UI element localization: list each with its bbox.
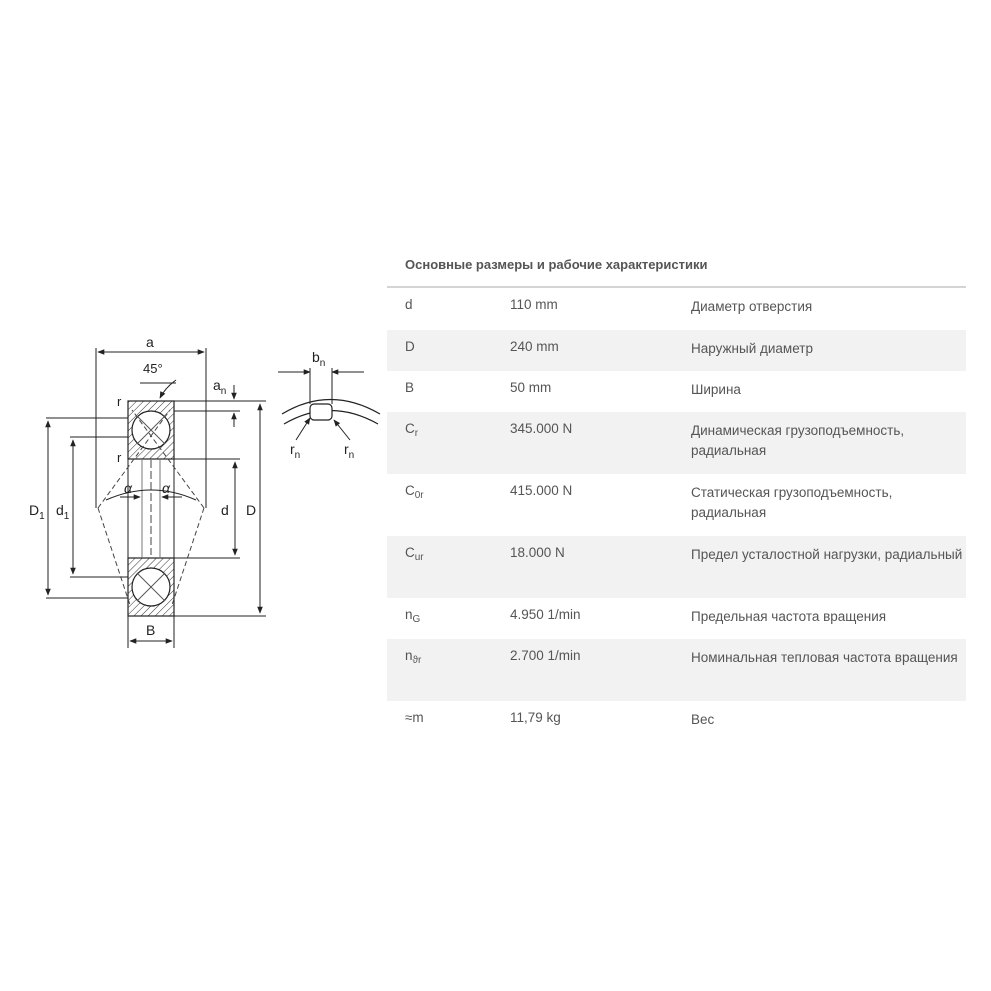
spec-description: Ширина [691, 382, 741, 397]
spec-value: 18.000 N [510, 545, 565, 560]
spec-value: 110 mm [510, 297, 558, 312]
spec-row: C0r 415.000 N Статическая грузоподъемность… [387, 474, 966, 536]
spec-row: B 50 mm Ширина [387, 371, 966, 412]
specs-table: Основные размеры и рабочие характеристик… [387, 250, 966, 743]
label-rn-right: rn [344, 441, 354, 461]
label-bn: bn [312, 349, 325, 369]
spec-value: 345.000 N [510, 421, 573, 436]
label-a: a [146, 334, 154, 350]
spec-description: Диаметр отверстия [691, 299, 813, 314]
spec-row: D 240 mm Наружный диаметр [387, 330, 966, 371]
spec-symbol: nϑr [405, 648, 422, 666]
spec-symbol: nG [405, 607, 421, 625]
spec-row: nG 4.950 1/min Предельная частота вращения [387, 598, 966, 639]
spec-row: d 110 mm Диаметр отверстия [387, 288, 966, 330]
label-an: an [213, 377, 226, 397]
spec-description: Предельная частота вращения [691, 609, 887, 624]
spec-description: Номинальная тепловая частота вращения [691, 650, 958, 665]
spec-symbol: Cr [405, 421, 419, 439]
spec-symbol: D [405, 339, 415, 354]
spec-value: 240 mm [510, 339, 559, 354]
label-alpha-left: α [124, 480, 133, 496]
spec-value: 11,79 kg [510, 710, 561, 725]
spec-description: Динамическая грузоподъемность, радиальна… [691, 423, 905, 458]
label-45-degrees: 45° [143, 361, 163, 376]
label-d: d [221, 502, 229, 518]
label-D: D [246, 502, 256, 518]
spec-symbol: d [405, 297, 413, 312]
spec-symbol: Cur [405, 545, 424, 563]
spec-value: 4.950 1/min [510, 607, 581, 622]
label-D1: D1 [29, 502, 45, 522]
spec-row: Cr 345.000 N Динамическая грузоподъемность… [387, 412, 966, 474]
spec-symbol: B [405, 380, 415, 395]
label-alpha-right: α [162, 480, 171, 496]
label-B: B [146, 622, 155, 638]
spec-description: Вес [691, 712, 715, 727]
label-r-top: r [117, 394, 122, 409]
bearing-section [45, 348, 266, 648]
spec-description: Предел усталостной нагрузки, радиальный [691, 547, 963, 562]
label-d1: d1 [56, 502, 70, 522]
spec-value: 50 mm [510, 380, 552, 395]
spec-row: ≈m 11,79 kg Вес [387, 701, 966, 743]
spec-row: nϑr 2.700 1/min Номинальная тепловая часто… [387, 639, 966, 701]
label-rn-left: rn [290, 441, 300, 461]
spec-description: Статическая грузоподъемность, радиальная [691, 485, 893, 520]
spec-row: Cur 18.000 N Предел усталостной нагрузки, … [387, 536, 966, 598]
specs-title: Основные размеры и рабочие характеристик… [387, 250, 966, 288]
spec-symbol: ≈m [405, 710, 424, 725]
snap-ring-detail [278, 368, 381, 441]
spec-symbol: C0r [405, 483, 424, 501]
spec-value: 2.700 1/min [510, 648, 581, 663]
spec-value: 415.000 N [510, 483, 573, 498]
spec-description: Наружный диаметр [691, 341, 813, 356]
label-r-mid: r [117, 450, 122, 465]
